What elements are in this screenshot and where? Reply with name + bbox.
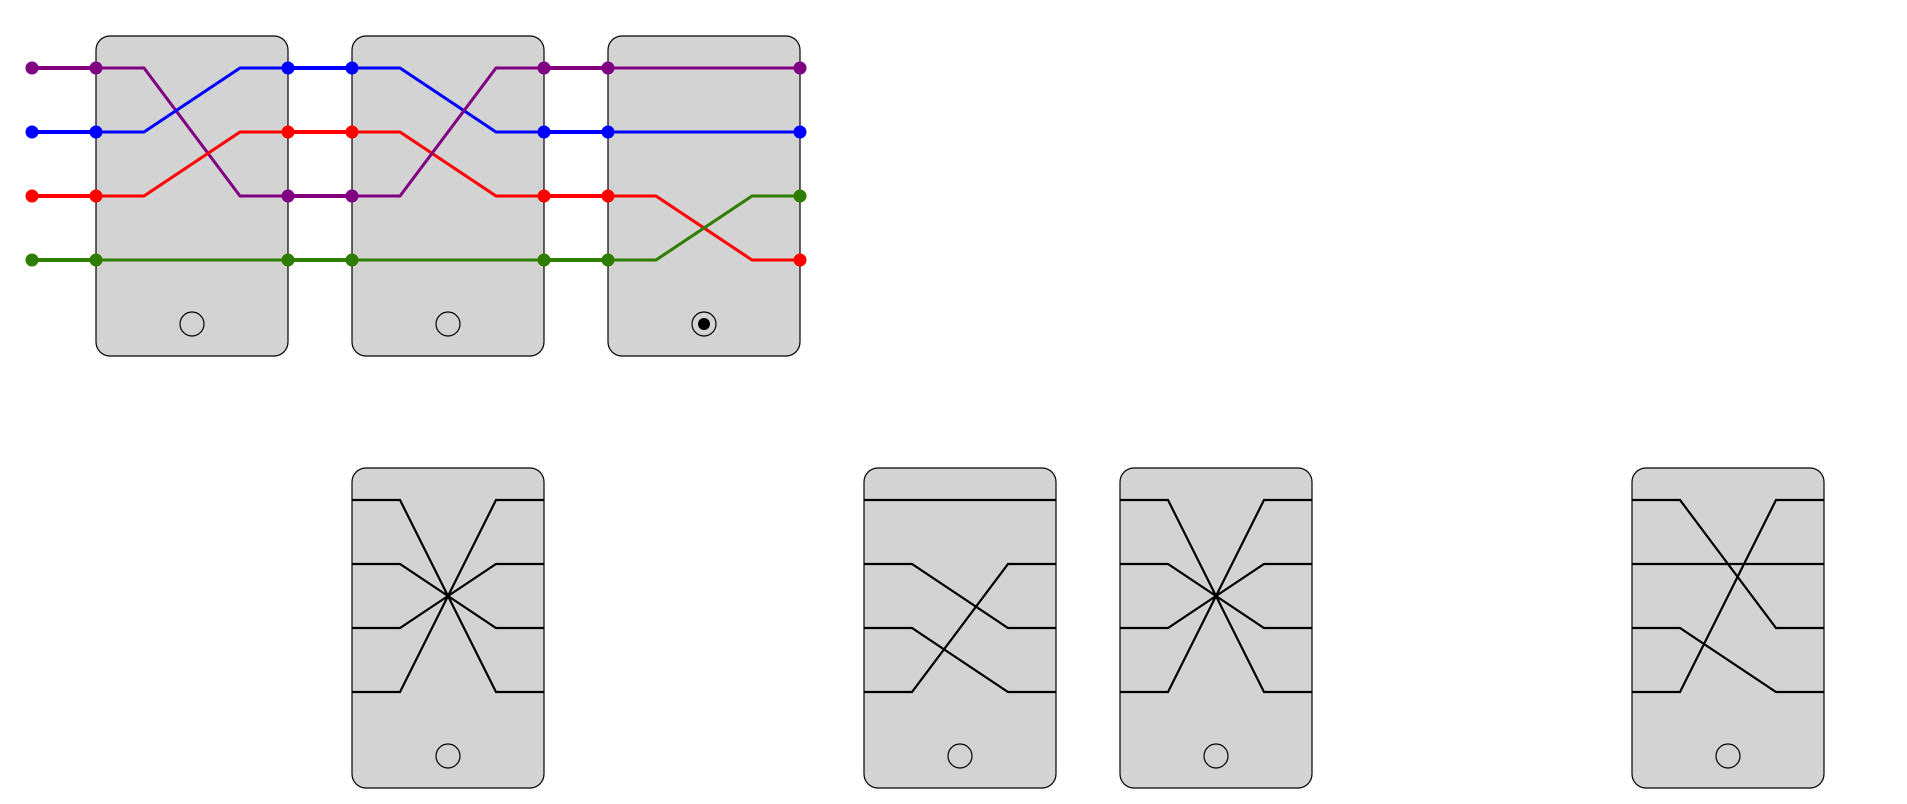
radio-button[interactable] [1715,743,1741,769]
card-chain [25,35,807,357]
wire-node [89,189,103,203]
wire-node [89,253,103,267]
radio-button[interactable] [1203,743,1229,769]
wire [96,66,288,198]
permutation-card[interactable] [1119,467,1313,789]
input-node [25,253,39,267]
permutation-card[interactable] [89,35,295,357]
wire [1632,626,1824,694]
input-node [25,189,39,203]
wire-node [601,189,615,203]
permutation-card[interactable] [601,35,807,357]
wire-node [793,189,807,203]
radio-selected-dot [698,318,710,330]
card-palette [351,467,1825,789]
permutation-card[interactable] [1631,467,1825,789]
wire-node [89,125,103,139]
wire [352,66,544,198]
radio-button[interactable] [179,311,205,337]
wire-node [601,253,615,267]
radio-button[interactable] [435,743,461,769]
wire-node [793,253,807,267]
wire-node [793,61,807,75]
radio-button[interactable] [691,311,717,337]
wire [96,130,288,198]
wire-node [345,61,359,75]
wire [864,626,1056,694]
wire [352,498,544,694]
radio-button[interactable] [947,743,973,769]
wire-node [793,125,807,139]
permutation-card[interactable] [351,467,545,789]
wire [352,130,544,198]
wire-node [89,61,103,75]
wire [352,66,544,134]
wire-node [345,189,359,203]
wire-node [601,125,615,139]
wire-node [345,125,359,139]
wire [1632,498,1824,694]
wire [864,562,1056,630]
permutation-card[interactable] [345,35,551,357]
radio-button[interactable] [435,311,461,337]
wire [608,194,800,262]
input-node [25,61,39,75]
wire [96,66,288,134]
permutation-card[interactable] [863,467,1057,789]
wire-node [345,253,359,267]
input-node [25,125,39,139]
wire [1120,498,1312,694]
wire [864,562,1056,694]
wire-node [601,61,615,75]
